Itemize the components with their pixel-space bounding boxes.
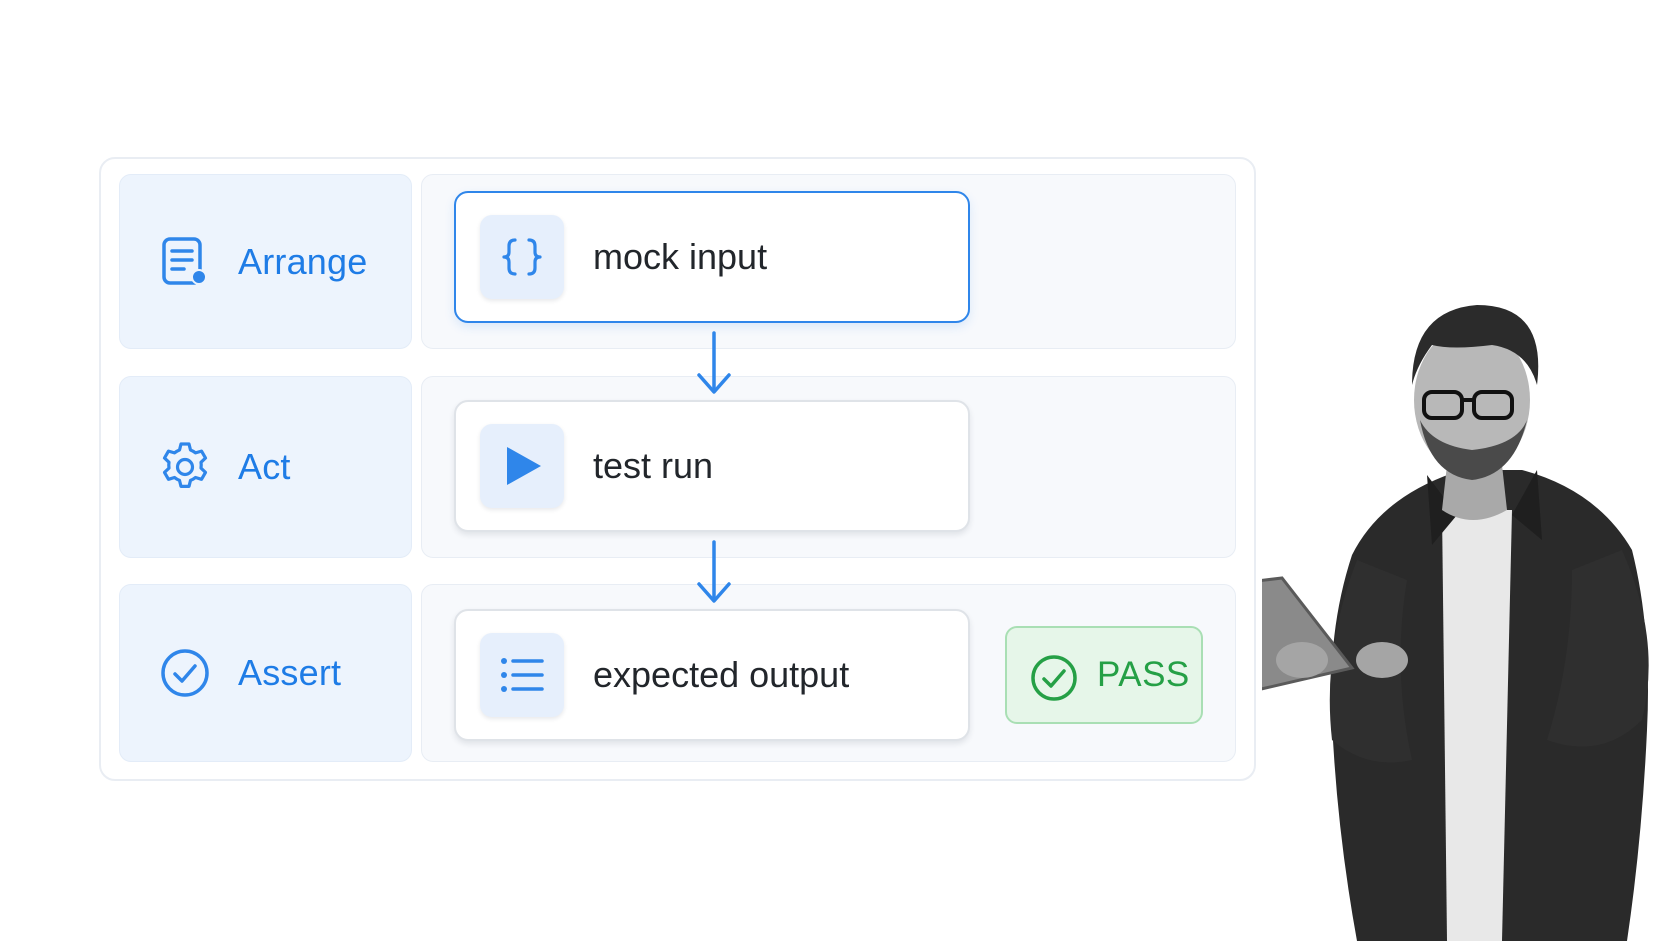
stage-arrange: Arrange — [119, 174, 412, 349]
stage-assert: Assert — [119, 584, 412, 762]
stage-label-text: Act — [238, 446, 291, 487]
check-circle-icon — [161, 649, 209, 697]
arrow-down-icon — [697, 331, 731, 394]
step-label: mock input — [593, 236, 768, 277]
step-icon-box — [480, 215, 564, 299]
gear-icon — [162, 442, 208, 488]
step-label: test run — [593, 445, 714, 486]
step-icon-box — [480, 633, 564, 717]
step-card-mock-input[interactable]: mock input — [454, 191, 970, 323]
document-icon — [162, 236, 207, 285]
step-card-expected-output[interactable]: expected output — [454, 609, 970, 741]
person-with-tablet-image — [1262, 305, 1649, 941]
stage-label-text: Assert — [238, 652, 342, 693]
list-icon — [501, 658, 544, 692]
step-icon-box — [480, 424, 564, 508]
pass-label: PASS — [1097, 655, 1190, 694]
stage-act: Act — [119, 376, 412, 558]
stage-label-text: Arrange — [238, 240, 368, 282]
arrow-down-icon — [697, 540, 731, 603]
play-icon — [507, 447, 541, 485]
step-card-test-run[interactable]: test run — [454, 400, 970, 532]
check-circle-icon — [1031, 655, 1077, 701]
pass-badge: PASS — [1005, 626, 1203, 724]
step-label: expected output — [593, 654, 850, 695]
curly-braces-icon — [502, 238, 542, 276]
